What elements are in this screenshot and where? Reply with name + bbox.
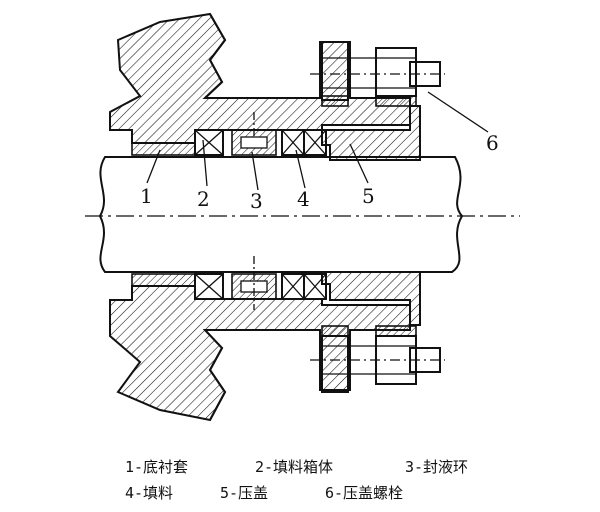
- legend-item-3: 3-封液环: [405, 458, 468, 476]
- bolt-washer-top: [375, 95, 417, 107]
- legend-item-5: 5-压盖: [220, 484, 268, 502]
- box-body-top: [109, 12, 411, 144]
- lantern-ring-bottom: [231, 256, 277, 310]
- casing-outline-bottom: [204, 329, 227, 421]
- box-body-bottom: [109, 285, 411, 422]
- nut-bottom-left: [321, 335, 349, 393]
- callout-2: 2: [197, 187, 210, 211]
- callout-6: 6: [486, 131, 499, 155]
- packing-top: [194, 129, 327, 156]
- bushing-bottom: [131, 273, 196, 287]
- lantern-ring-top: [231, 112, 277, 156]
- gland-bottom: [321, 271, 421, 326]
- legend: 1-底衬套 2-填料箱体 3-封液环 4-填料 5-压盖 6-压盖螺栓: [125, 458, 468, 502]
- legend-item-2: 2-填料箱体: [255, 458, 333, 476]
- shaft: [98, 156, 464, 273]
- callout-1: 1: [140, 184, 153, 208]
- bushing-top: [131, 142, 196, 156]
- leader-lines: [146, 91, 489, 191]
- legend-item-4: 4-填料: [125, 484, 173, 502]
- legend-item-6: 6-压盖螺栓: [325, 484, 403, 502]
- callout-4: 4: [297, 187, 310, 211]
- callout-5: 5: [362, 184, 375, 208]
- gland-top: [321, 105, 421, 161]
- legend-item-1: 1-底衬套: [125, 458, 188, 476]
- casing-outline-top: [204, 13, 227, 99]
- callout-3: 3: [250, 189, 263, 213]
